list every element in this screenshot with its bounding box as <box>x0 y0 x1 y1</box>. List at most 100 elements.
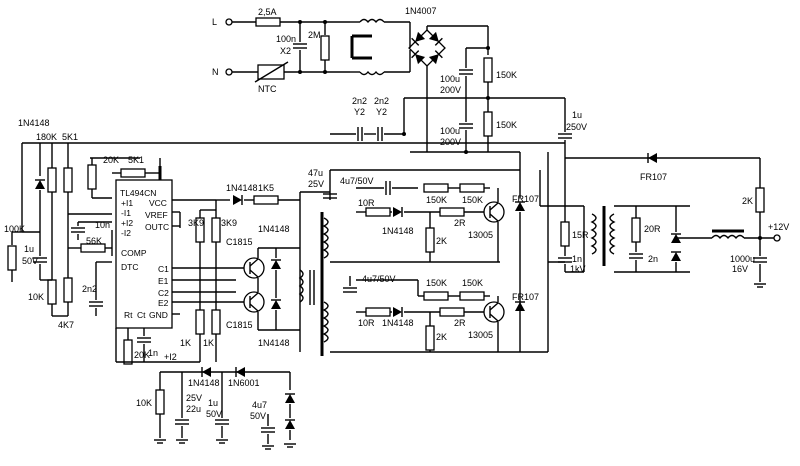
resistor-2r-1 <box>439 207 465 217</box>
label-balance-res-2: 150K <box>496 120 517 130</box>
label-r20r: 20R <box>644 224 661 234</box>
label-r2k-1: 2K <box>436 236 447 246</box>
label-aux-c22u-v: 25V <box>186 393 202 403</box>
y-capacitors <box>330 97 466 142</box>
label-pin-ct: Ct <box>137 310 146 320</box>
resistor-5k1-a <box>63 167 73 193</box>
label-bulk-cap-1-v: 200V <box>440 85 461 95</box>
coupling-capacitor <box>548 97 573 206</box>
aux-supply <box>153 366 297 450</box>
resistor-1k5 <box>253 195 279 205</box>
neutral-terminal <box>225 68 233 76</box>
label-live: L <box>212 17 217 27</box>
x-capacitor <box>292 43 308 49</box>
capacitor-1000u-16v <box>752 257 768 263</box>
label-r1k-a: 1K <box>180 338 191 348</box>
label-pin-i2n: -I2 <box>121 228 131 238</box>
label-ycap-1-value: 2n2 <box>352 96 367 106</box>
label-r20k-b: 20K <box>134 350 150 360</box>
drive-transformer-primary <box>298 269 304 303</box>
label-aux-i2: +I2 <box>164 352 177 362</box>
label-aux-c4u7: 4u7 <box>252 400 267 410</box>
label-d-upper: 1N4148 <box>382 226 414 236</box>
label-r10r-2: 10R <box>358 318 375 328</box>
label-r10k: 10K <box>28 292 44 302</box>
label-c2n2: 2n2 <box>82 284 97 294</box>
resistor-1k-b <box>211 309 221 335</box>
label-r2k-2: 2K <box>436 332 447 342</box>
label-r180k: 180K <box>36 132 57 142</box>
resistor-3k9-b <box>211 217 221 243</box>
label-c4u7-a: 4u7/50V <box>340 176 374 186</box>
resistor-5k1-b <box>120 168 146 178</box>
label-x-cap-class: X2 <box>280 46 291 56</box>
label-r10r-1: 10R <box>358 198 375 208</box>
resistor-20k-rt <box>123 339 133 365</box>
label-r5k1-a: 5K1 <box>62 132 78 142</box>
resistor-2k-output <box>755 187 765 213</box>
resistor-150k-3 <box>423 291 449 301</box>
diode-1n4148-upper <box>392 206 403 218</box>
y-capacitor-1 <box>357 126 363 142</box>
label-fuse: 2,5A <box>258 7 277 17</box>
label-r100k: 100K <box>4 224 25 234</box>
balance-resistor-1 <box>483 57 493 83</box>
label-aux-d1: 1N4148 <box>188 378 220 388</box>
label-c1000u: 1000u <box>730 254 755 264</box>
zener-aux-1 <box>284 393 296 404</box>
top-feedback-line <box>21 142 760 232</box>
label-c1n-out-v: 1kV <box>570 264 586 274</box>
control-network <box>7 143 162 317</box>
diode-1n4148-left <box>34 179 46 190</box>
resistor-4k7 <box>63 277 73 303</box>
label-pin-rt: Rt <box>124 310 133 320</box>
fr107-diode-top <box>647 152 658 164</box>
resistor-20k-top <box>87 164 97 190</box>
driver-stage <box>195 194 315 362</box>
resistor-150k-2 <box>459 183 485 193</box>
label-ntc: NTC <box>258 84 277 94</box>
output-rectifier-diode-2 <box>670 251 682 262</box>
label-coupling-cap-v: 250V <box>566 122 587 132</box>
diode-1n4148-lower <box>392 306 403 318</box>
label-pin-i1p: +I1 <box>121 198 133 208</box>
label-aux-d2: 1N6001 <box>228 378 260 388</box>
diode-1n4148-top <box>270 259 282 270</box>
label-r4k7: 4K7 <box>58 320 74 330</box>
y-capacitor-2 <box>377 126 383 142</box>
resistor-2r-2 <box>439 307 465 317</box>
fuse <box>255 17 281 27</box>
resistor-150k-1 <box>423 183 449 193</box>
label-r150k-1: 150K <box>426 195 447 205</box>
capacitor-2n <box>628 253 644 259</box>
label-pin-i1n: -I1 <box>121 208 131 218</box>
label-q-lower: 13005 <box>468 330 493 340</box>
label-r2r-1: 2R <box>454 218 466 228</box>
label-aux-c1u: 1u <box>208 398 218 408</box>
label-aux-c4u7-v: 50V <box>250 411 266 421</box>
label-c47u-v: 25V <box>308 179 324 189</box>
label-c1n: 1n <box>148 348 158 358</box>
bulk-capacitor-stack <box>410 26 548 154</box>
mains-input <box>225 17 410 83</box>
label-balance-res-1: 150K <box>496 70 517 80</box>
label-q-bot: C1815 <box>226 320 253 330</box>
output-terminal <box>773 234 781 242</box>
bulk-capacitor-2 <box>458 123 474 129</box>
label-aux-c22u: 22u <box>186 404 201 414</box>
capacitor-2n2 <box>88 301 104 307</box>
label-diode-left: 1N4148 <box>18 118 50 128</box>
label-ycap-2-value: 2n2 <box>374 96 389 106</box>
label-fr-lower: FR107 <box>512 292 539 302</box>
label-pin-c2: C2 <box>158 288 169 298</box>
label-q-top: C1815 <box>226 237 253 247</box>
balance-resistor-2 <box>483 111 493 137</box>
label-bulk-cap-1: 100u <box>440 74 460 84</box>
label-pin-i2p: +I2 <box>121 218 133 228</box>
resistor-10r-1 <box>365 207 391 217</box>
label-coupling-cap: 1u <box>572 110 582 120</box>
label-r3k9-a: 3K9 <box>188 218 204 228</box>
label-ycap-2-class: Y2 <box>376 107 387 117</box>
diode-1n4148-driver <box>232 194 243 206</box>
